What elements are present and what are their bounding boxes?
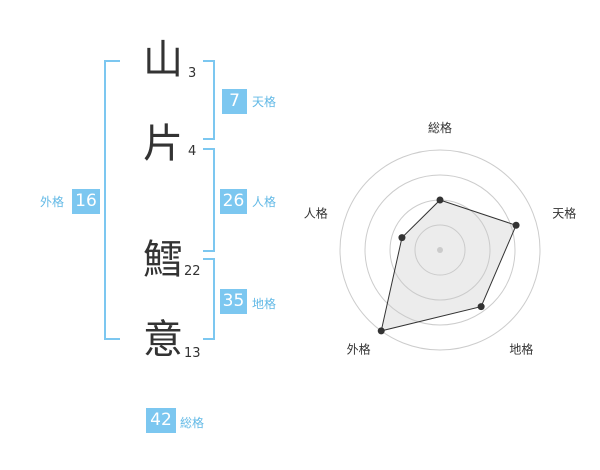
jinkaku-label: 人格 bbox=[252, 195, 277, 209]
gaikaku-bracket bbox=[104, 60, 120, 340]
radar-series-polygon bbox=[380, 199, 517, 332]
radar-point-4 bbox=[398, 234, 406, 242]
name-char-1: 山 bbox=[143, 37, 183, 83]
chikaku-badge: 35 bbox=[220, 289, 247, 314]
tenkaku-badge: 7 bbox=[222, 89, 247, 114]
stroke-count-3: 22 bbox=[184, 264, 201, 279]
radar-point-0 bbox=[436, 196, 444, 204]
jinkaku-bracket bbox=[203, 148, 215, 252]
name-char-2: 片 bbox=[143, 121, 183, 167]
radar-ring bbox=[339, 149, 541, 351]
gaikaku-badge: 16 bbox=[72, 189, 100, 214]
radar-ring bbox=[414, 224, 466, 276]
name-char-4: 意 bbox=[143, 317, 183, 363]
chikaku-label: 地格 bbox=[252, 297, 277, 311]
radar-point-1 bbox=[512, 221, 520, 229]
chikaku-bracket bbox=[203, 258, 215, 340]
soukaku-label: 総格 bbox=[180, 416, 205, 430]
radar-axis-label-4: 人格 bbox=[304, 206, 328, 221]
stroke-count-1: 3 bbox=[188, 66, 197, 81]
radar-axis-label-1: 天格 bbox=[552, 206, 576, 221]
stroke-count-4: 13 bbox=[184, 346, 201, 361]
radar-point-3 bbox=[377, 327, 385, 335]
gaikaku-label: 外格 bbox=[40, 195, 65, 209]
radar-axis-label-3: 外格 bbox=[347, 341, 371, 356]
radar-center bbox=[437, 247, 443, 253]
radar-axis-label-0: 総格 bbox=[428, 120, 452, 135]
name-char-3: 鱈 bbox=[143, 237, 183, 283]
jinkaku-badge: 26 bbox=[220, 189, 247, 214]
radar-axis-label-2: 地格 bbox=[509, 341, 533, 356]
tenkaku-label: 天格 bbox=[252, 95, 277, 109]
soukaku-badge: 42 bbox=[146, 408, 176, 433]
radar-ring bbox=[364, 174, 516, 326]
stroke-count-2: 4 bbox=[188, 144, 197, 159]
tenkaku-bracket bbox=[203, 60, 215, 140]
radar-point-2 bbox=[477, 303, 485, 311]
